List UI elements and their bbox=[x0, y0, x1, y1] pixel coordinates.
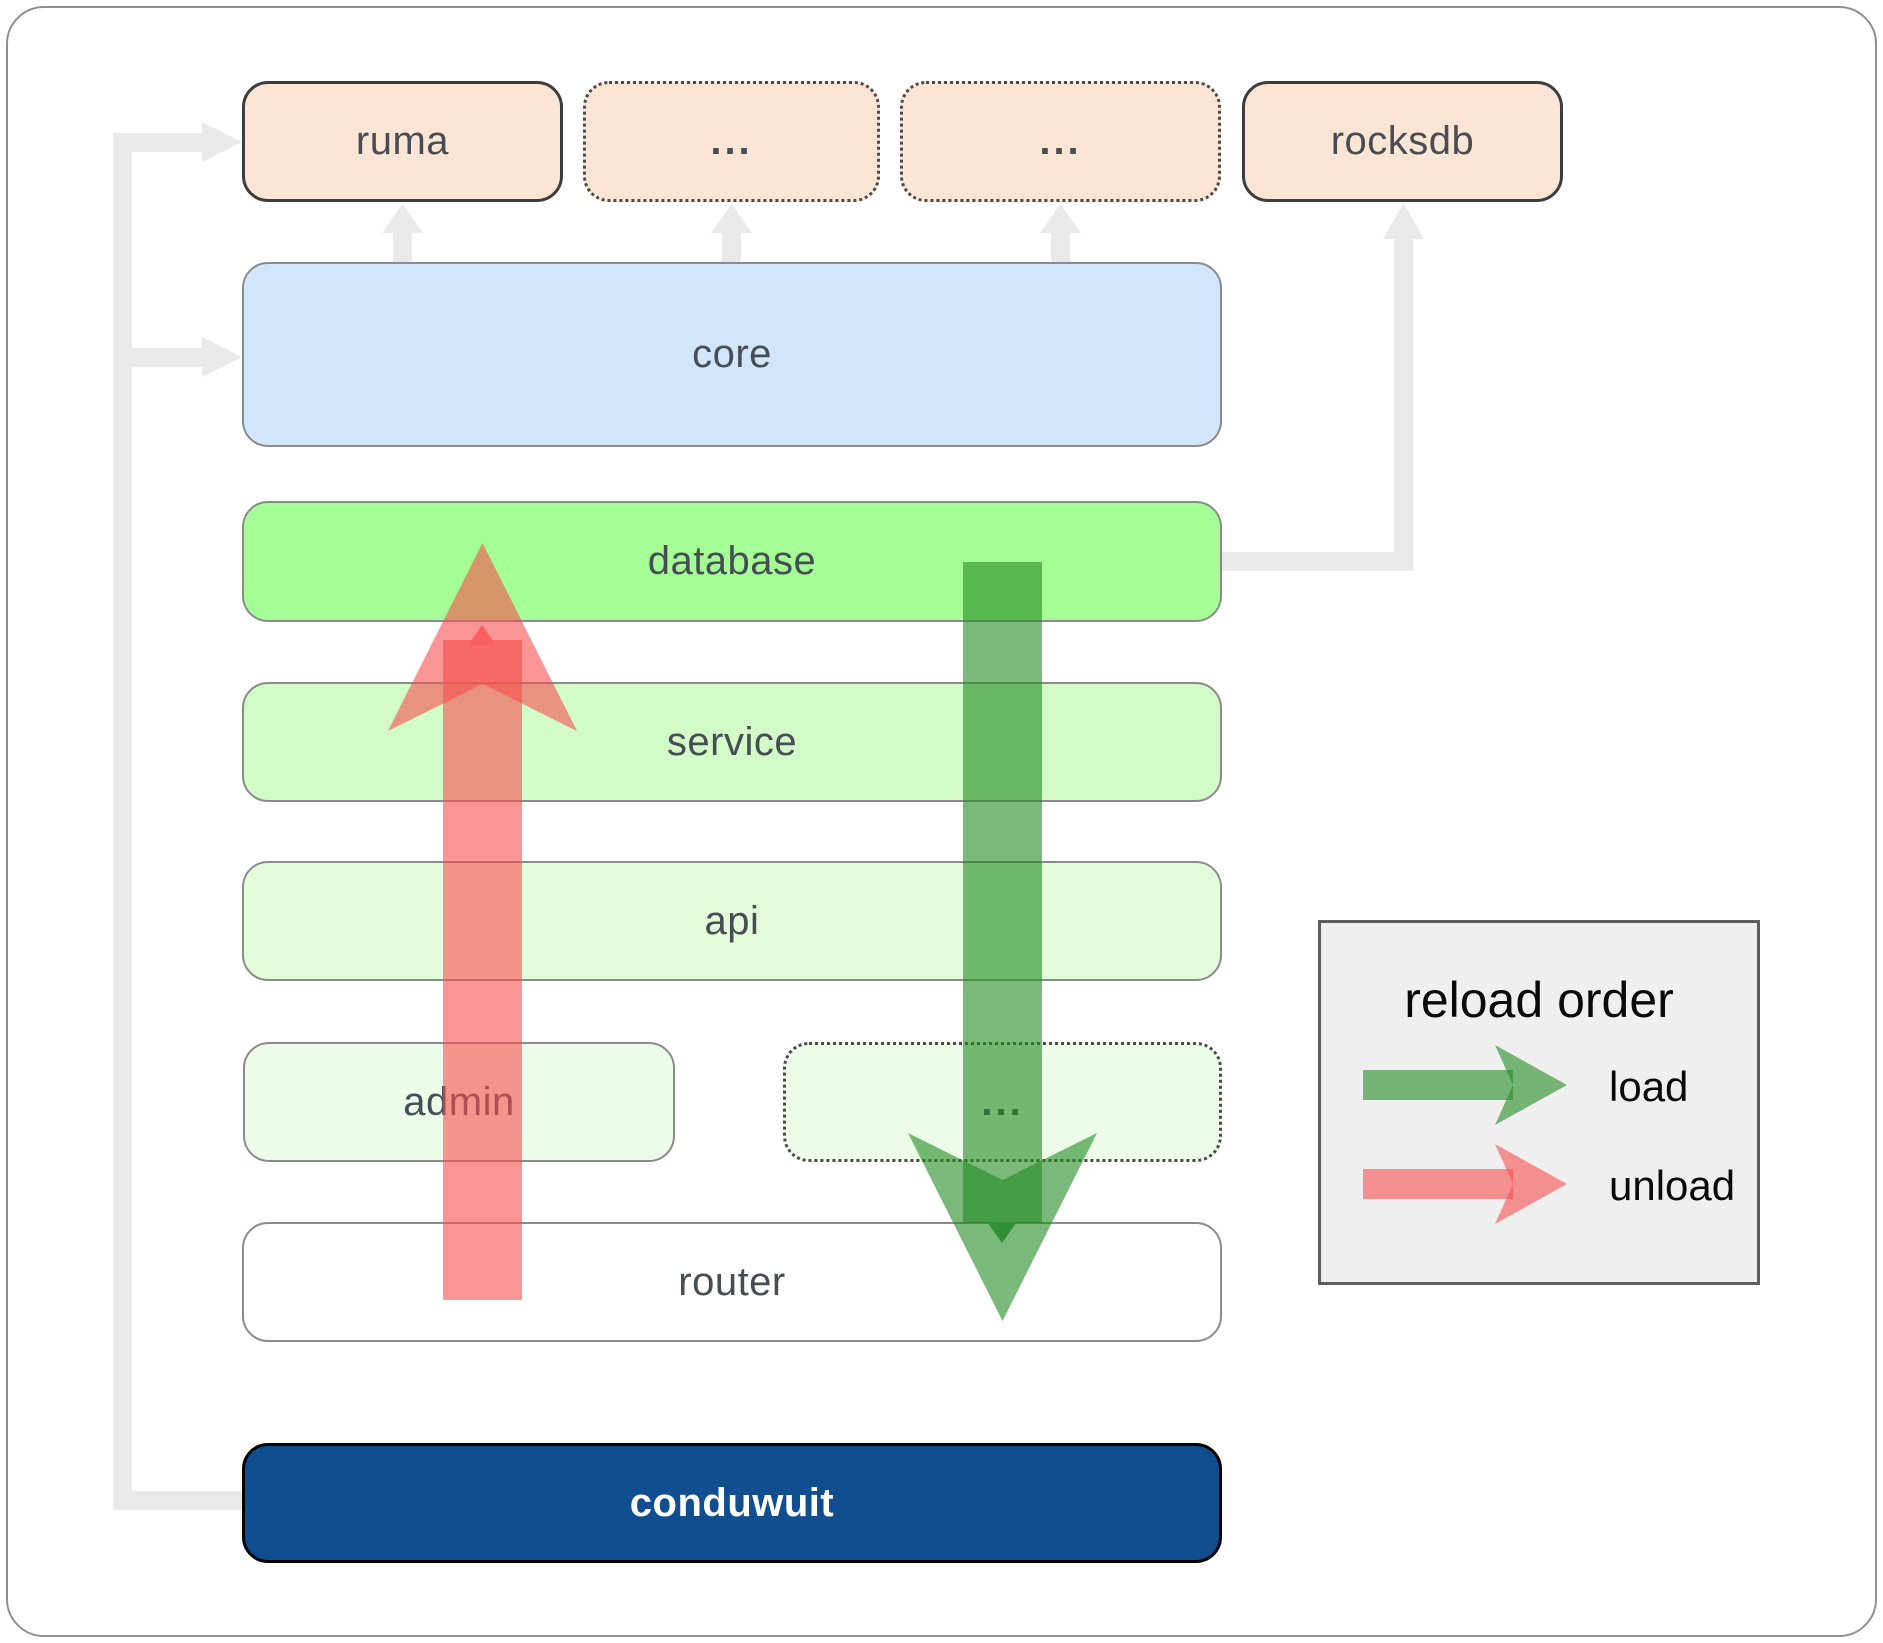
box-core: core bbox=[242, 262, 1222, 447]
box-router: router bbox=[242, 1222, 1222, 1342]
unload-arrow-shaft bbox=[443, 640, 522, 1300]
box-rocksdb-label: rocksdb bbox=[1330, 119, 1475, 163]
box-database-label: database bbox=[647, 539, 817, 583]
connector-core-to-ellipsis1 bbox=[722, 231, 741, 263]
connector-database-to-rocksdb-vertical bbox=[1394, 237, 1413, 571]
legend-unload-arrow-shaft bbox=[1363, 1169, 1513, 1199]
box-ruma-label: ruma bbox=[355, 119, 450, 163]
box-api-label: api bbox=[704, 898, 760, 943]
legend-reload-order: reload order load unload bbox=[1318, 920, 1760, 1285]
connector-to-ruma bbox=[113, 133, 203, 152]
box-database: database bbox=[242, 501, 1222, 622]
connector-conduwuit-trunk bbox=[113, 133, 132, 1510]
box-ellipsis-2-label: ... bbox=[1039, 119, 1082, 163]
box-router-label: router bbox=[678, 1259, 786, 1304]
box-ellipsis-1: ... bbox=[583, 81, 880, 202]
connector-from-conduwuit bbox=[113, 1491, 244, 1510]
legend-load-label: load bbox=[1609, 1063, 1689, 1110]
box-ellipsis-1-label: ... bbox=[710, 119, 753, 163]
box-conduwuit: conduwuit bbox=[242, 1443, 1222, 1563]
connector-database-to-rocksdb-horizontal bbox=[1222, 552, 1413, 571]
box-core-label: core bbox=[692, 332, 772, 376]
box-service: service bbox=[242, 682, 1222, 802]
legend-unload-label: unload bbox=[1609, 1162, 1736, 1209]
connector-to-core bbox=[113, 348, 203, 367]
box-service-label: service bbox=[666, 719, 798, 764]
box-ellipsis-2: ... bbox=[900, 81, 1221, 202]
diagram-frame bbox=[6, 6, 1877, 1637]
load-arrow-shaft bbox=[963, 562, 1042, 1223]
box-rocksdb: rocksdb bbox=[1242, 81, 1563, 202]
legend-title: reload order bbox=[1404, 972, 1674, 1028]
legend-load-arrow-shaft bbox=[1363, 1070, 1513, 1100]
connector-core-to-ruma bbox=[393, 231, 412, 263]
box-api: api bbox=[242, 861, 1222, 981]
box-ruma: ruma bbox=[242, 81, 563, 202]
box-conduwuit-label: conduwuit bbox=[629, 1480, 835, 1525]
connector-core-to-ellipsis2 bbox=[1051, 231, 1070, 263]
